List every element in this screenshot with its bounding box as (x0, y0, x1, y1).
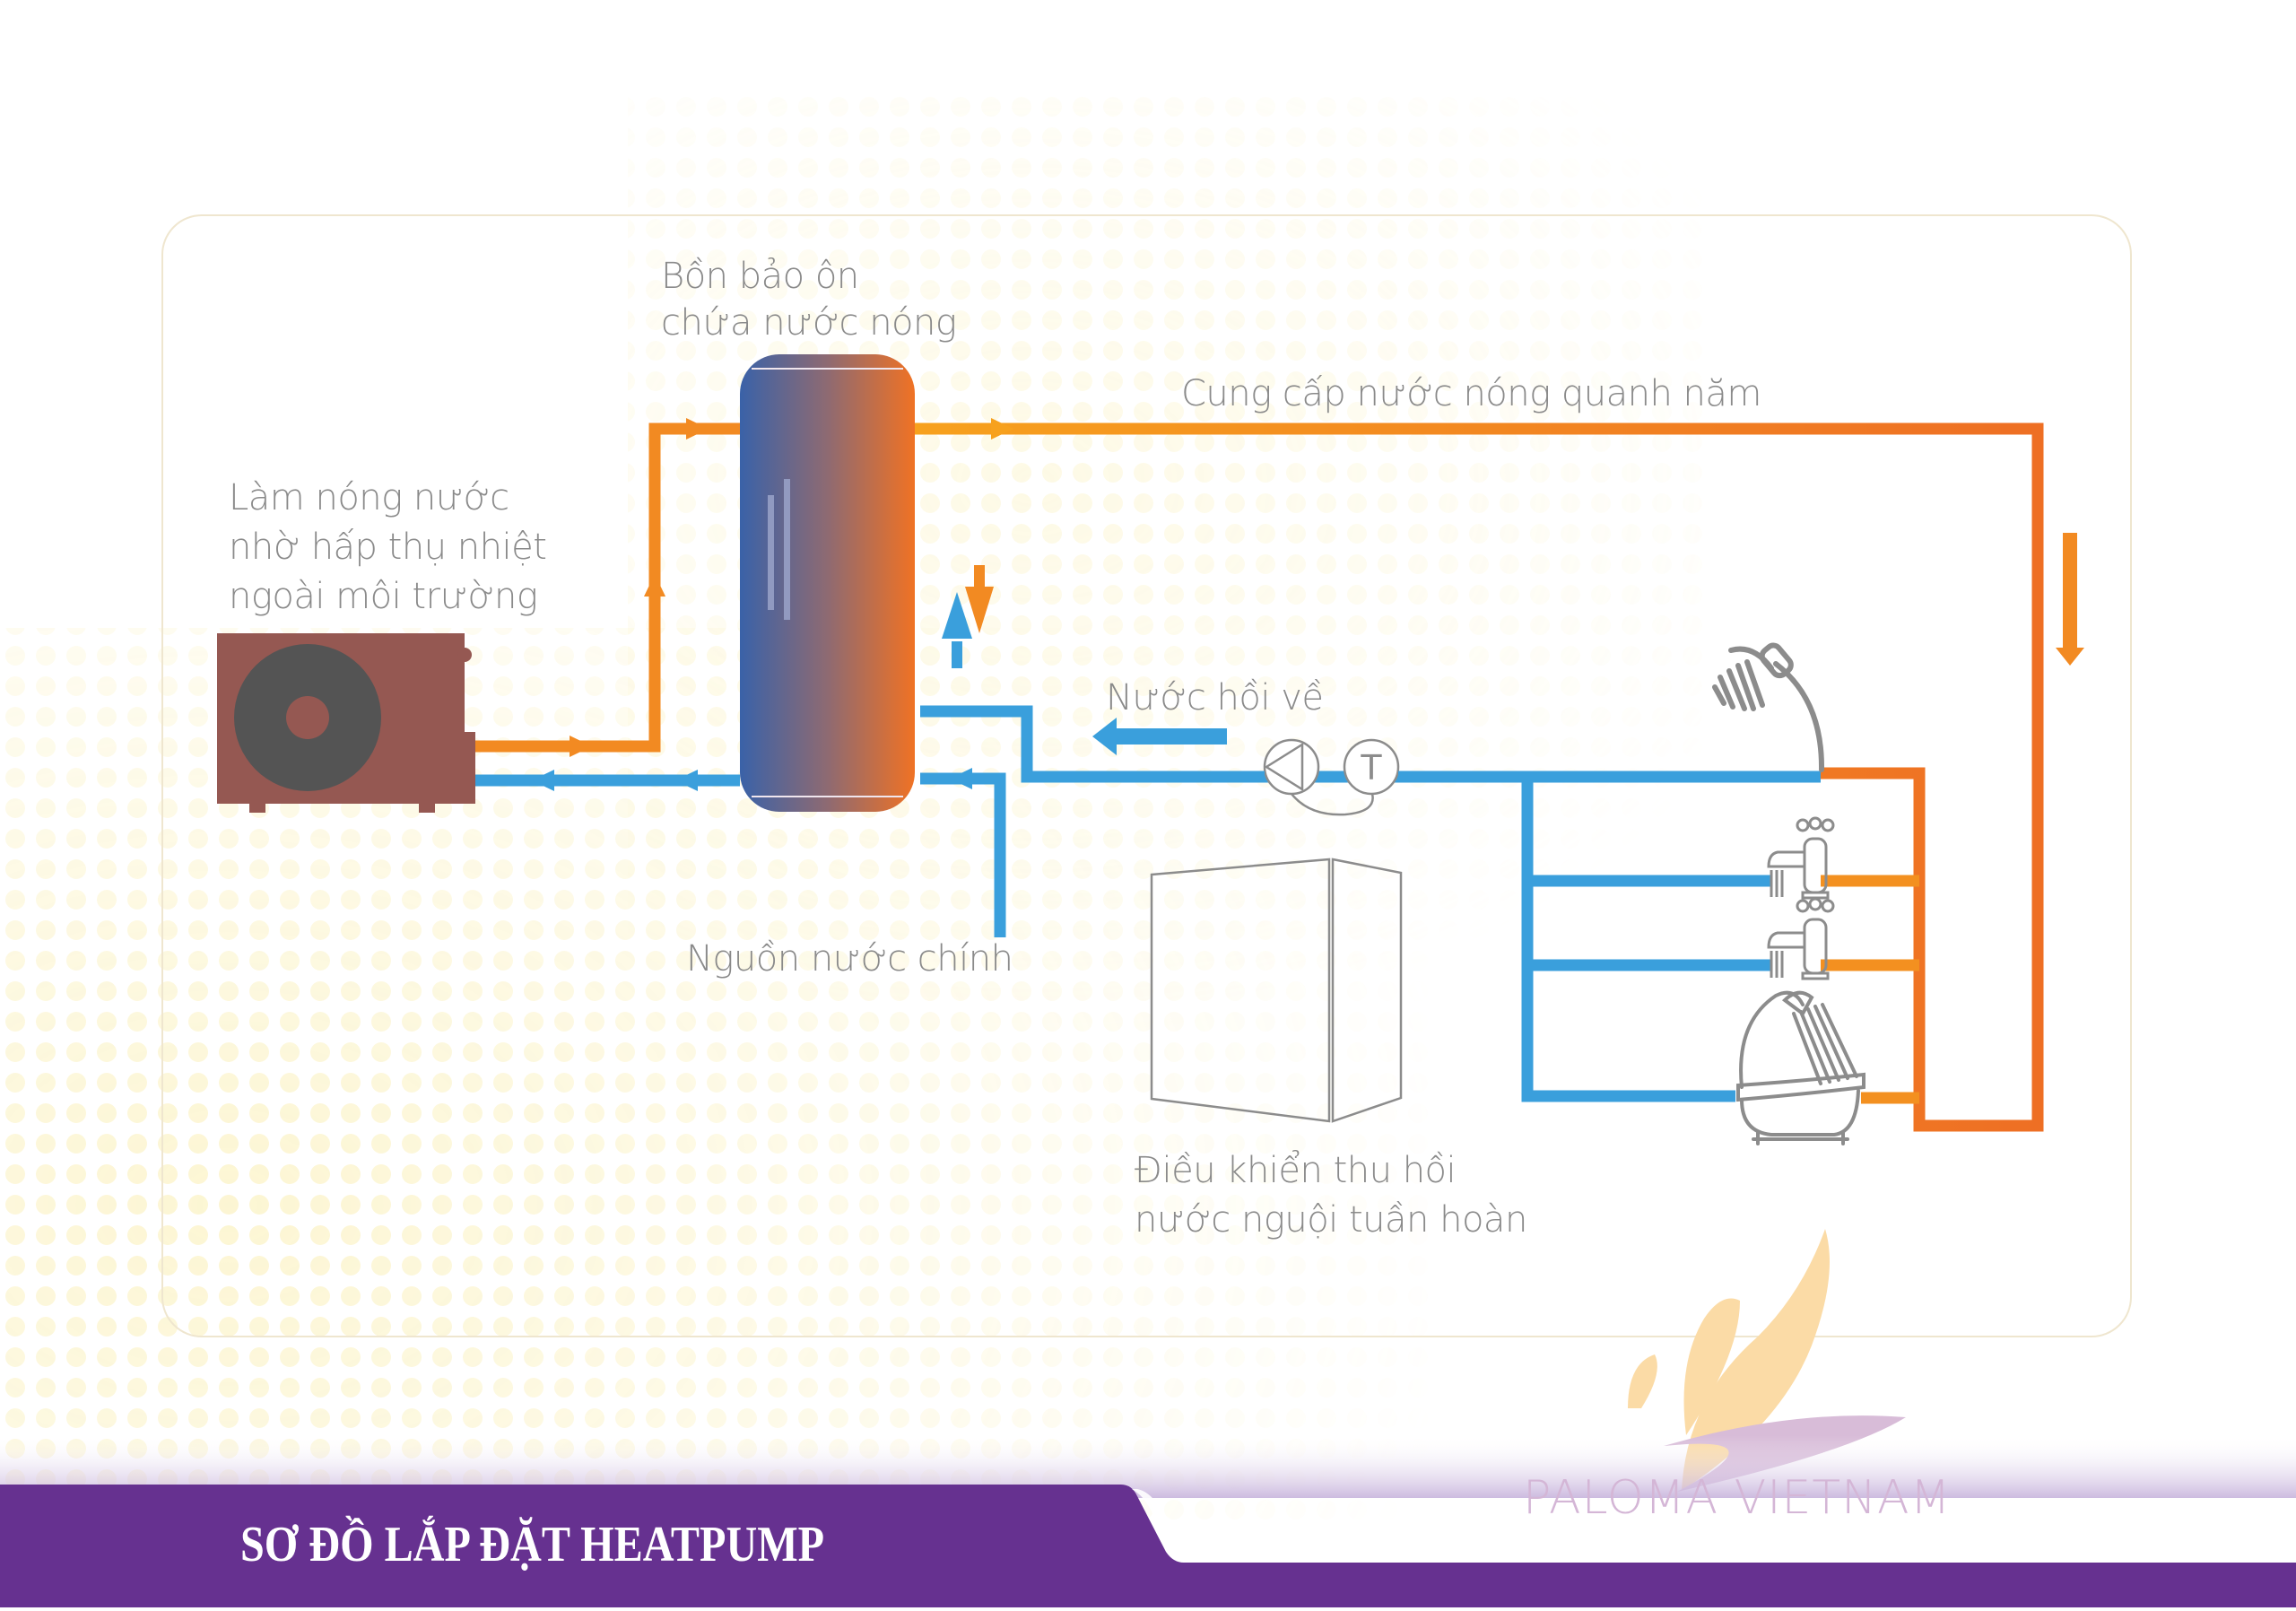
faucet-icon (1767, 816, 1835, 900)
heatpump-label: Làm nóng nước nhờ hấp thụ nhiệt ngoài mô… (229, 474, 547, 623)
arrow-left-icon (532, 770, 554, 791)
arrow-left-icon (950, 768, 972, 789)
arrow-right-icon (991, 418, 1013, 440)
arrow-right-icon (570, 736, 592, 757)
circulation-pump (1263, 738, 1374, 816)
storage-tank (740, 354, 915, 812)
heatpump-label-line-2: nhờ hấp thụ nhiệt (229, 527, 547, 569)
return-flow-arrow-icon (1092, 718, 1227, 755)
arrow-right-icon (686, 418, 709, 440)
sensor-symbol: T (1360, 748, 1382, 788)
controller-box (1150, 858, 1403, 1123)
brand-name: PALOMA VIETNAM (1523, 1471, 1952, 1525)
supply-down-arrow-icon (2056, 533, 2084, 666)
hot-supply-main (915, 422, 2044, 1132)
temperature-sensor: T (1343, 738, 1400, 796)
controller-label-line-1: Điều khiển thu hồi (1135, 1150, 1457, 1191)
supply-label: Cung cấp nước nóng quanh năm (1181, 373, 1761, 414)
mains-label: Nguồn nước chính (686, 938, 1013, 980)
page-title: SƠ ĐỒ LẮP ĐẶT HEATPUMP (240, 1517, 825, 1572)
title-banner (0, 1485, 2296, 1607)
controller-label: Điều khiển thu hồi nước nguội tuần hoàn (1135, 1146, 1527, 1245)
return-label: Nước hồi về (1106, 677, 1324, 718)
tank-label-line-2: chứa nước nóng (661, 302, 957, 344)
tank-label: Bồn bảo ôn chứa nước nóng (661, 253, 957, 346)
tank-label-line-1: Bồn bảo ôn (661, 256, 859, 297)
hot-down-arrow-icon (965, 565, 994, 633)
heatpump-label-line-1: Làm nóng nước (229, 477, 509, 518)
arrow-up-icon (644, 574, 665, 597)
tank-gauge-icon (768, 495, 774, 610)
mains-inlet-pipe (920, 772, 1006, 937)
cold-up-arrow-icon (942, 592, 972, 668)
faucet-icon (1767, 897, 1835, 980)
heatpump-label-line-3: ngoài môi trường (229, 576, 538, 618)
flow-arrows (532, 418, 2084, 791)
diagram-frame (161, 214, 2132, 1337)
heat-pump-unit (217, 633, 475, 813)
shower-icon (1712, 642, 1825, 772)
controller-label-line-2: nước nguội tuần hoàn (1135, 1199, 1527, 1241)
bathtub-icon (1736, 990, 1866, 1145)
arrow-left-icon (675, 770, 698, 791)
